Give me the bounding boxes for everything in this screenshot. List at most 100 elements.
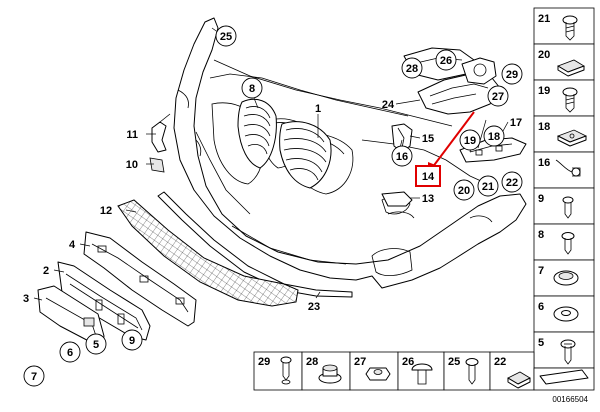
svg-text:15: 15 (422, 133, 434, 145)
side-label-10: 5 (538, 337, 544, 349)
mushroom-bolt-icon (411, 363, 433, 385)
washer-icon (553, 306, 579, 322)
speed-clip-icon (507, 371, 531, 389)
svg-text:1: 1 (315, 103, 321, 115)
rivet-icon (562, 87, 578, 113)
svg-text:16: 16 (396, 151, 408, 163)
callout-2[interactable]: 2 (43, 265, 49, 277)
svg-text:26: 26 (440, 55, 452, 67)
bolt-icon (562, 196, 574, 219)
callout-1[interactable]: 1 (315, 103, 321, 115)
callout-3[interactable]: 3 (23, 293, 29, 305)
callout-8[interactable]: 8 (241, 77, 263, 99)
callout-9[interactable]: 9 (121, 329, 143, 351)
callout-7[interactable]: 7 (23, 365, 45, 387)
callout-6[interactable]: 6 (59, 341, 81, 363)
callout-10[interactable]: 10 (126, 159, 138, 171)
callout-27[interactable]: 27 (487, 85, 509, 107)
gasket-strip-icon (539, 369, 589, 385)
sensor-bracket (149, 113, 171, 173)
hex-nut-icon (365, 367, 391, 381)
callout-19[interactable]: 19 (459, 129, 481, 151)
svg-text:2: 2 (43, 265, 49, 277)
callout-11[interactable]: 11 (126, 129, 138, 141)
svg-text:10: 10 (126, 159, 138, 171)
callout-25[interactable]: 25 (215, 25, 237, 47)
side-parts-panel: 21 20 19 18 16 9 8 7 6 5 (533, 7, 595, 369)
spring-nut-icon (557, 129, 587, 147)
callout-14[interactable]: 14 (415, 165, 441, 187)
callout-21[interactable]: 21 (477, 175, 499, 197)
callout-29[interactable]: 29 (501, 63, 523, 85)
svg-text:27: 27 (492, 91, 504, 103)
kidney-grille (237, 98, 332, 189)
svg-text:29: 29 (506, 69, 518, 81)
side-label-7: 8 (538, 229, 544, 241)
front-bumper-cover (173, 17, 527, 289)
callout-16[interactable]: 16 (391, 145, 413, 167)
callout-23[interactable]: 23 (308, 301, 320, 313)
bottom-label-4: 25 (448, 356, 460, 368)
svg-text:17: 17 (510, 117, 522, 129)
svg-text:24: 24 (382, 99, 395, 111)
bottom-label-2: 27 (354, 356, 366, 368)
side-label-8: 7 (538, 265, 544, 277)
svg-text:6: 6 (67, 347, 73, 359)
svg-text:13: 13 (422, 193, 434, 205)
callout-22[interactable]: 22 (501, 171, 523, 193)
callout-12[interactable]: 12 (100, 205, 112, 217)
bottom-label-5: 22 (494, 356, 506, 368)
licence-plate-bracket (83, 231, 197, 327)
callout-18[interactable]: 18 (483, 125, 505, 147)
svg-text:14: 14 (422, 171, 435, 183)
svg-text:4: 4 (69, 239, 76, 251)
side-label-0: 21 (538, 13, 550, 25)
svg-text:22: 22 (506, 177, 518, 189)
side-label-6: 9 (538, 193, 544, 205)
lower-mesh-grille (117, 199, 299, 307)
side-label-9: 6 (538, 301, 544, 313)
svg-text:5: 5 (93, 339, 99, 351)
bottom-label-0: 29 (258, 356, 270, 368)
svg-text:25: 25 (220, 31, 232, 43)
svg-text:18: 18 (488, 131, 500, 143)
svg-text:28: 28 (406, 63, 418, 75)
wire-clip-icon (555, 159, 581, 177)
bottom-parts-panel: 29 28 27 26 25 22 (253, 351, 595, 404)
svg-text:12: 12 (100, 205, 112, 217)
air-duct-24 (403, 47, 501, 115)
fog-grille-13 (381, 191, 413, 207)
callout-15[interactable]: 15 (422, 133, 434, 145)
washer-screw-icon (561, 232, 575, 255)
svg-text:21: 21 (482, 181, 494, 193)
diagram-number: 00166504 (552, 395, 588, 404)
callout-13[interactable]: 13 (422, 193, 434, 205)
svg-text:23: 23 (308, 301, 320, 313)
callout-24[interactable]: 24 (382, 99, 395, 111)
callout-20[interactable]: 20 (453, 179, 475, 201)
side-label-2: 19 (538, 85, 550, 97)
screw-icon (562, 15, 578, 41)
side-label-3: 18 (538, 121, 550, 133)
callout-5[interactable]: 5 (85, 333, 107, 355)
bracket-15 (391, 123, 413, 153)
side-label-5: 16 (538, 157, 550, 169)
flange-nut-icon (318, 364, 342, 384)
callout-28[interactable]: 28 (401, 57, 423, 79)
pan-screw-icon (465, 358, 479, 385)
svg-text:7: 7 (31, 371, 37, 383)
callout-17[interactable]: 17 (510, 117, 522, 129)
callout-26[interactable]: 26 (435, 49, 457, 71)
trim-strip (157, 191, 353, 298)
grommet-icon (553, 270, 579, 286)
clip-nut-icon (557, 59, 585, 77)
svg-text:9: 9 (129, 335, 135, 347)
push-pin-icon (280, 356, 292, 385)
callout-4[interactable]: 4 (69, 239, 76, 251)
side-label-1: 20 (538, 49, 550, 61)
svg-text:20: 20 (458, 185, 470, 197)
svg-text:3: 3 (23, 293, 29, 305)
svg-text:19: 19 (464, 135, 476, 147)
